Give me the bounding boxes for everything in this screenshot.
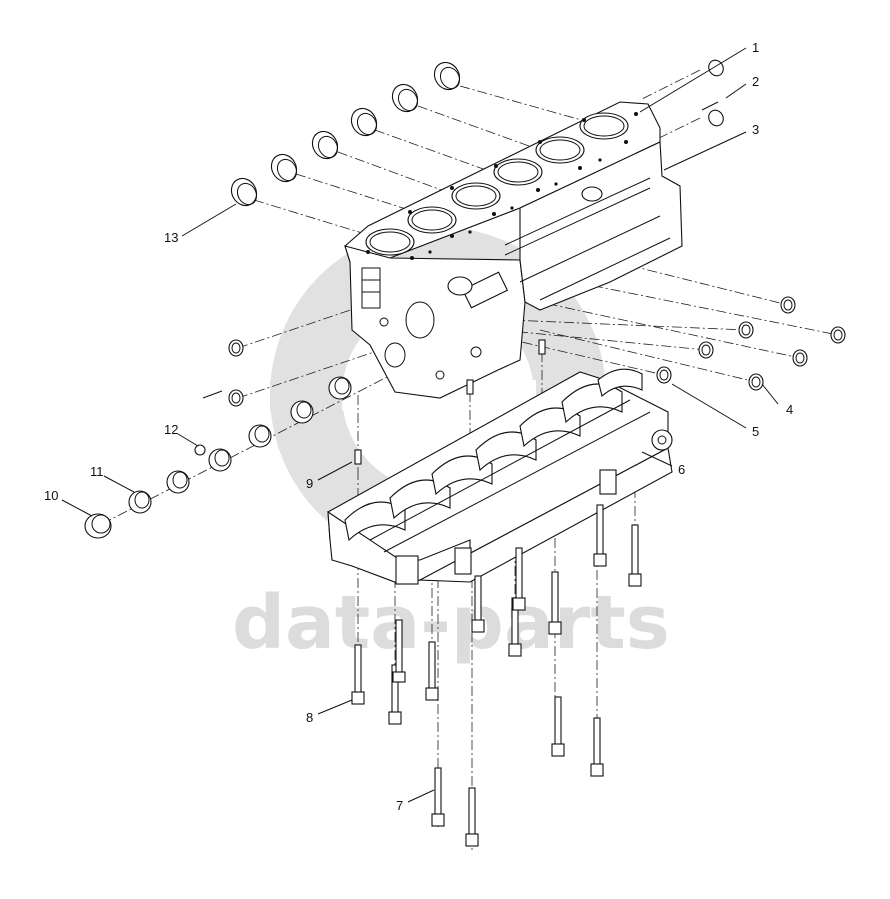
bushing-icon: [328, 376, 352, 400]
callout-8: 8: [306, 710, 313, 725]
bushing-icon: [248, 424, 272, 448]
bolts: [351, 504, 642, 847]
cam-bushings: [84, 376, 352, 539]
bushing-icon: [208, 448, 232, 472]
bolt-icon: [701, 101, 719, 111]
bolt-icon: [388, 664, 402, 725]
bolt-icon: [512, 547, 526, 611]
bushing-icon: [780, 296, 796, 314]
cylinder-liners: [230, 61, 461, 207]
bolt-icon: [425, 641, 439, 701]
pin-icon: [538, 339, 546, 355]
watermark-text: data-parts: [232, 580, 670, 666]
bushing-icon: [830, 326, 846, 344]
dowel-pins: [354, 339, 546, 465]
bolt-icon: [551, 696, 565, 757]
bedplate: [327, 368, 673, 585]
callout-4: 4: [786, 402, 793, 417]
callout-10: 10: [44, 488, 58, 503]
bolt-icon: [202, 390, 223, 399]
callout-7: 7: [396, 798, 403, 813]
bolt-icon: [431, 767, 445, 827]
callout-6: 6: [678, 462, 685, 477]
cylinder-block: [344, 101, 683, 399]
callout-2: 2: [752, 74, 759, 89]
bushing-icon: [228, 389, 244, 407]
callout-labels: 1 2 3 4 5 6 7 8 9 10 11 12 13: [44, 40, 793, 813]
bushing-icon: [656, 366, 672, 384]
pin-icon: [466, 379, 474, 395]
callout-11: 11: [90, 464, 104, 479]
bolt-icon: [548, 571, 562, 635]
plug-icon: [708, 59, 724, 77]
pin-icon: [354, 449, 362, 465]
bolt-icon: [471, 575, 485, 633]
bushing-icon: [166, 470, 190, 494]
bushing-icon: [698, 341, 714, 359]
bolt-icon: [351, 644, 365, 705]
bolt-icon: [465, 787, 479, 847]
bushing-icon: [792, 349, 808, 367]
callout-5: 5: [752, 424, 759, 439]
callout-9: 9: [306, 476, 313, 491]
plug-icon: [194, 444, 206, 456]
plugs: [202, 59, 846, 407]
callout-1: 1: [752, 40, 759, 55]
leader-lines: [61, 47, 779, 803]
callout-3: 3: [752, 122, 759, 137]
liner-ring-icon: [433, 61, 461, 91]
liner-ring-icon: [270, 153, 298, 183]
liner-ring-icon: [391, 83, 419, 113]
bushing-icon: [128, 490, 152, 514]
liner-ring-icon: [350, 107, 378, 137]
bolt-icon: [628, 524, 642, 587]
callout-12: 12: [164, 422, 178, 437]
bushing-icon: [228, 339, 244, 357]
bushing-icon: [748, 373, 764, 391]
bushing-icon: [738, 321, 754, 339]
bolt-icon: [508, 597, 522, 657]
plug-icon: [708, 109, 724, 127]
bolt-icon: [392, 619, 406, 683]
liner-ring-icon: [230, 177, 258, 207]
bushing-icon: [290, 400, 314, 424]
liner-ring-icon: [311, 130, 339, 160]
callout-13: 13: [164, 230, 178, 245]
bolt-icon: [590, 717, 604, 777]
bolt-icon: [593, 504, 607, 567]
bushing-icon: [84, 513, 112, 539]
